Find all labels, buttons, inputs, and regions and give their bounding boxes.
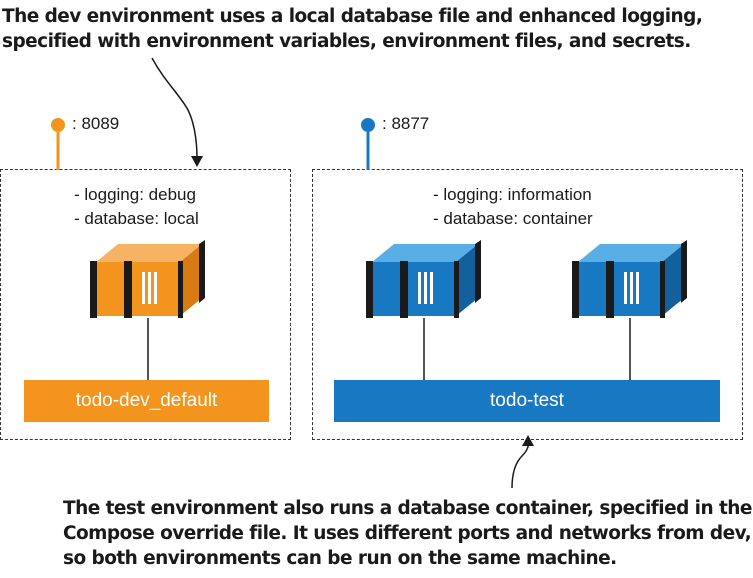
- port-pin-icon-dev: [51, 118, 65, 170]
- dev-port-label: : 8089: [72, 114, 120, 133]
- test-network-bar: todo-test: [334, 380, 720, 422]
- arrow-icon-top: [151, 57, 203, 167]
- container-icon-dev: [90, 240, 205, 318]
- dev-environment-box: [0, 169, 291, 440]
- dev-caption: The dev environment uses a local databas…: [2, 4, 703, 54]
- dev-network-bar: todo-dev_default: [24, 380, 269, 422]
- port-pin-icon-test: [361, 118, 375, 170]
- dev-caption-line-1: The dev environment uses a local databas…: [2, 6, 703, 27]
- test-caption-line-2: Compose override file. It uses different…: [63, 523, 752, 544]
- test-network-label: todo-test: [490, 390, 564, 411]
- dev-caption-line-2: specified with environment variables, en…: [2, 31, 691, 52]
- test-config-logging: - logging: information: [433, 185, 592, 204]
- dev-network-label: todo-dev_default: [75, 390, 218, 411]
- container-icon-test-1: [366, 240, 481, 318]
- arrow-icon-bottom: [511, 435, 534, 489]
- dev-config-logging: - logging: debug: [74, 185, 196, 204]
- dev-config-database: - database: local: [74, 209, 199, 228]
- test-port-label: : 8877: [382, 114, 430, 133]
- test-caption: The test environment also runs a databas…: [63, 496, 752, 571]
- test-config: - logging: information - database: conta…: [433, 183, 593, 231]
- test-caption-line-3: so both environments can be run on the s…: [63, 548, 617, 569]
- test-caption-line-1: The test environment also runs a databas…: [63, 498, 752, 519]
- container-icon-test-2: [572, 240, 687, 318]
- dev-config: - logging: debug - database: local: [74, 183, 199, 231]
- test-config-database: - database: container: [433, 209, 593, 228]
